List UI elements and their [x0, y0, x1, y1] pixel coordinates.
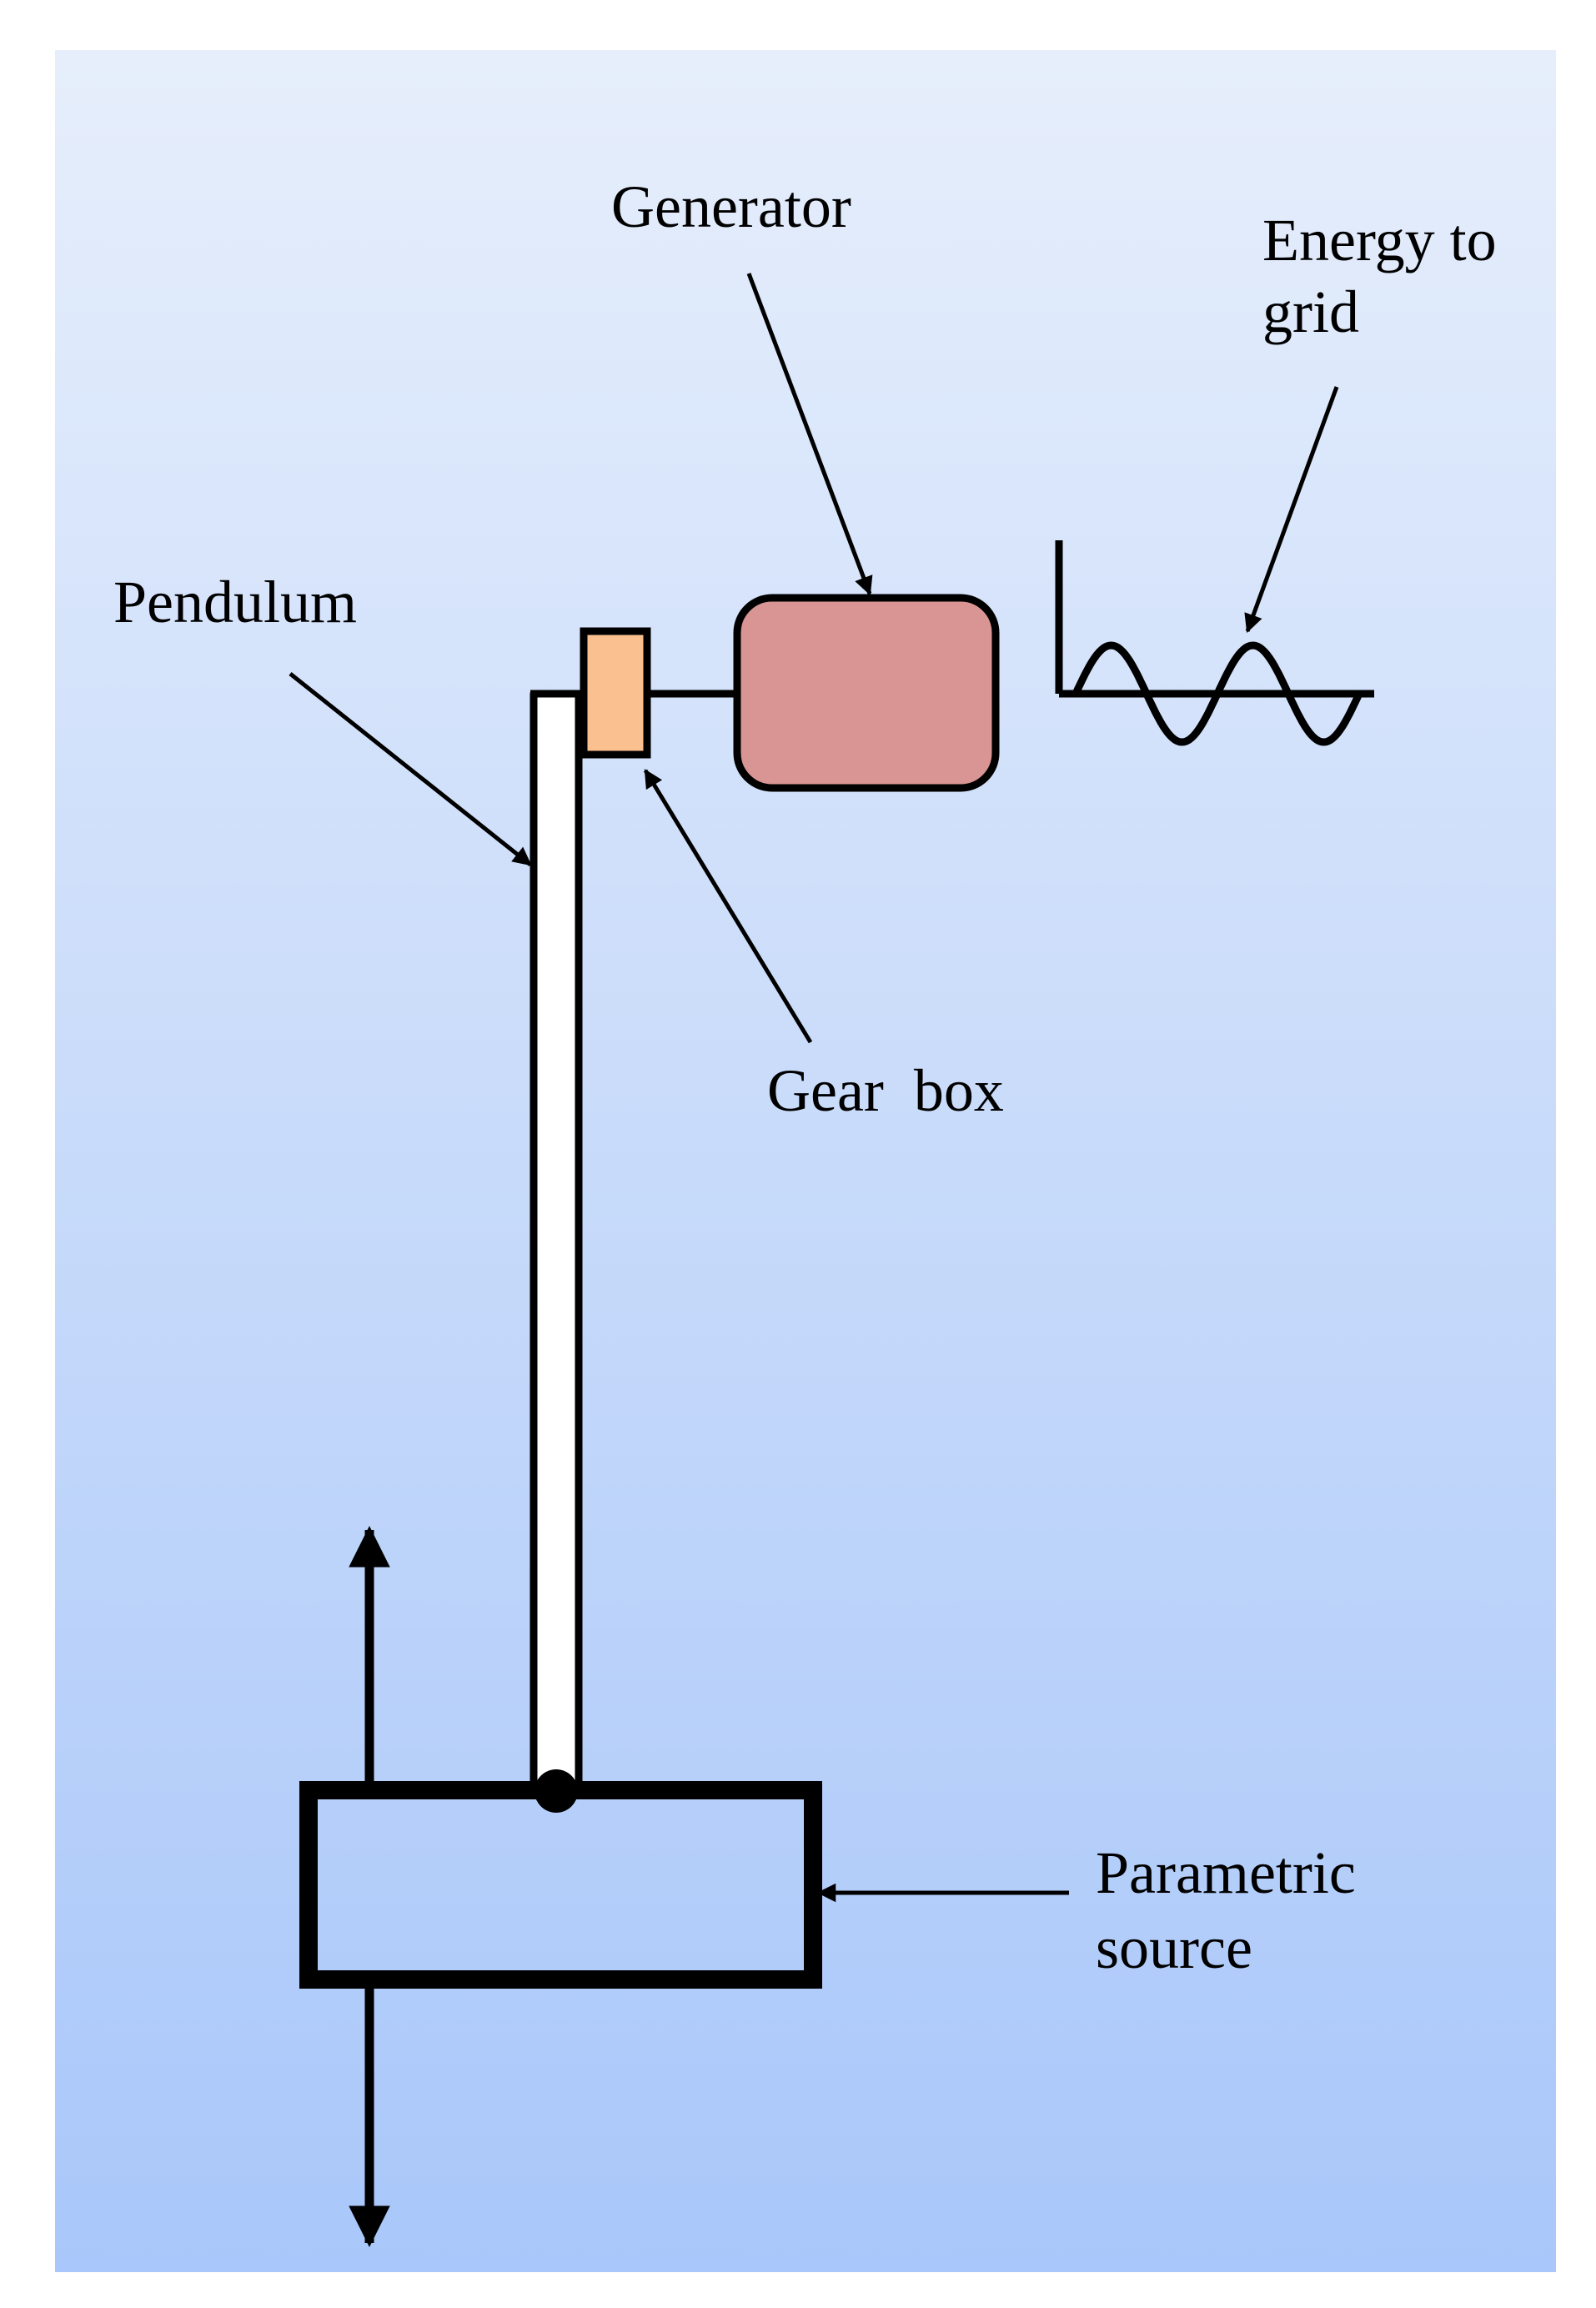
energy-to-grid-label-line2: grid	[1262, 278, 1359, 345]
generator-label: Generator	[611, 173, 851, 240]
pendulum-arm	[529, 690, 583, 1797]
energy-pointer-arrow	[1244, 386, 1339, 634]
energy-output-graph	[1055, 540, 1374, 746]
energy-to-grid-label-line1: Energy to	[1262, 207, 1497, 273]
pendulum-pointer-arrow	[289, 672, 532, 866]
parametric-source-label-line2: source	[1096, 1914, 1252, 1981]
pivot-joint	[535, 1769, 578, 1813]
sine-wave	[1072, 641, 1363, 746]
gearbox-label: Gear box	[767, 1057, 1004, 1124]
parametric-source-label-line1: Parametric	[1096, 1839, 1356, 1906]
gearbox-box	[580, 627, 651, 759]
pendulum-label: Pendulum	[113, 569, 357, 635]
generator-pointer-arrow	[746, 273, 873, 596]
generator-box	[733, 594, 1000, 792]
gearbox-pointer-arrow	[643, 769, 813, 1044]
